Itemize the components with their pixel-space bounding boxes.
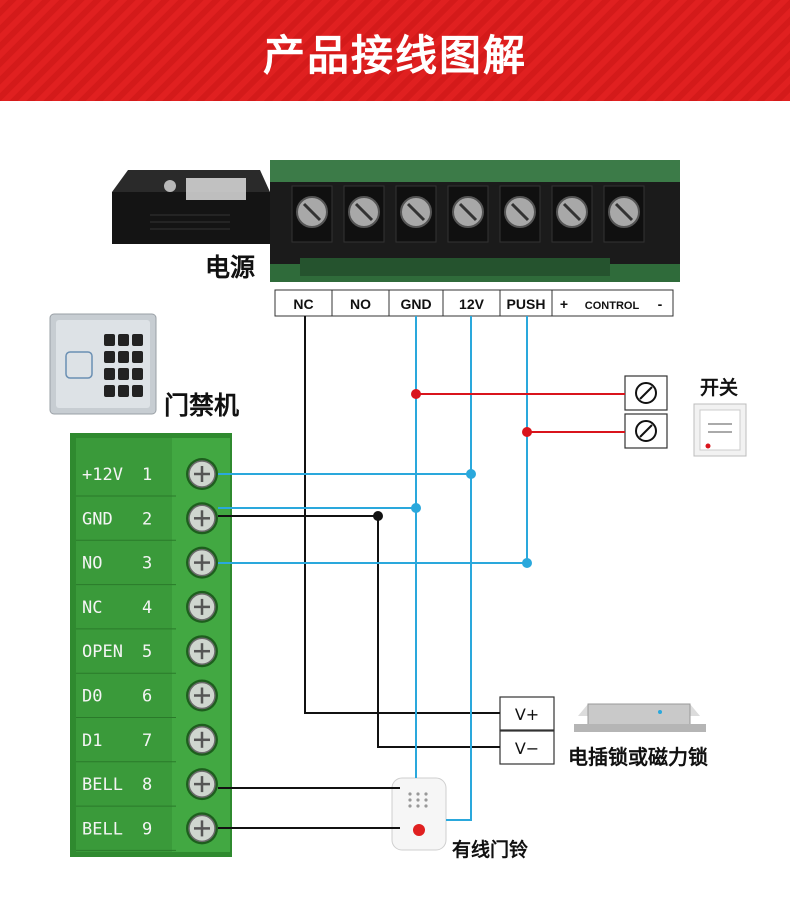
power-terminal-nc: NC [293, 296, 313, 312]
power-supply-box [112, 170, 270, 244]
keypad-device [49, 313, 157, 415]
wires [218, 316, 625, 829]
lock-terminal-vminus: V− [515, 739, 539, 758]
power-terminal-12v: 12V [459, 296, 485, 312]
lock-terminals: V+ V− [499, 696, 555, 765]
exit-switch-label: 开关 [700, 376, 738, 399]
terminal-number: 5 [142, 642, 152, 662]
access-terminal-row: OPEN 5 [76, 635, 218, 674]
access-controller-label: 门禁机 [164, 391, 239, 420]
wire-gnd-vminus [218, 515, 500, 748]
access-terminal-row: BELL 9 [76, 812, 218, 851]
terminal-name: GND [82, 509, 113, 529]
access-terminal-row: NC 4 [76, 590, 218, 630]
terminal-name: +12V [82, 465, 123, 485]
title-banner [0, 0, 790, 101]
access-terminal-row: NO 3 [76, 546, 218, 586]
terminal-name: NC [82, 598, 102, 618]
lock-label: 电插锁或磁力锁 [568, 745, 708, 769]
terminal-name: BELL [82, 819, 123, 839]
terminal-number: 3 [142, 554, 152, 574]
exit-switch-terminals [624, 375, 668, 449]
wire-nc-vplus [304, 316, 500, 714]
terminal-number: 2 [142, 509, 152, 529]
terminal-name: D0 [82, 687, 102, 707]
doorbell-device [391, 777, 447, 851]
power-supply-label: 电源 [205, 253, 255, 282]
terminal-number: 8 [142, 775, 152, 795]
access-terminal-row: +12V 1 [76, 458, 218, 497]
power-terminal-block [270, 160, 680, 282]
access-terminal-row: D0 6 [76, 679, 218, 718]
access-terminal-row: GND 2 [76, 502, 218, 541]
terminal-name: NO [82, 554, 102, 574]
page-title: 产品接线图解 [262, 31, 527, 80]
terminal-number: 1 [142, 465, 152, 485]
terminal-number: 6 [142, 687, 152, 707]
wire-12v-doorbell [446, 316, 472, 821]
power-terminal-plus: + [560, 296, 568, 312]
access-terminal-row: BELL 8 [76, 768, 218, 807]
terminal-number: 7 [142, 731, 152, 751]
power-terminal-gnd: GND [400, 296, 431, 312]
access-terminal-row: D1 7 [76, 723, 218, 763]
wire-junctions [373, 389, 532, 568]
terminal-name: OPEN [82, 642, 123, 662]
terminal-number: 4 [142, 598, 152, 618]
power-terminal-no: NO [350, 296, 371, 312]
exit-button-device [693, 403, 747, 457]
lock-device [574, 703, 706, 732]
power-terminal-table: NC NO GND 12V PUSH + CONTROL - [274, 289, 674, 317]
lock-terminal-vplus: V+ [515, 705, 539, 724]
doorbell-label: 有线门铃 [452, 838, 528, 861]
power-terminal-control: CONTROL [585, 300, 640, 312]
terminal-name: BELL [82, 775, 123, 795]
power-terminal-push: PUSH [507, 296, 546, 312]
terminal-name: D1 [82, 731, 102, 751]
terminal-number: 9 [142, 819, 152, 839]
power-terminal-minus: - [658, 296, 663, 312]
